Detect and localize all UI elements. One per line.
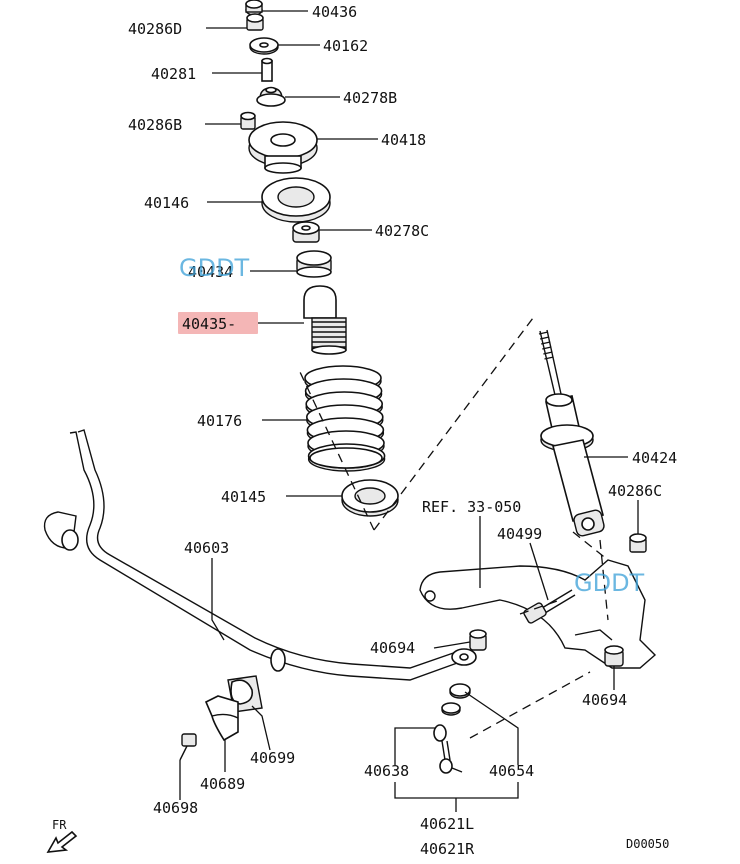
label-40621l: 40621L (420, 815, 474, 833)
part-bushing-40278b (256, 86, 286, 107)
diagram-code: D00050 (626, 837, 669, 851)
front-arrow-icon (46, 830, 78, 853)
front-direction-marker: FR (46, 818, 78, 853)
label-40278c: 40278C (375, 222, 429, 240)
label-40176: 40176 (197, 412, 242, 430)
part-cup-40434 (296, 250, 332, 278)
label-ref-33-050: REF. 33-050 (422, 498, 521, 516)
label-40689: 40689 (200, 775, 245, 793)
label-40281: 40281 (151, 65, 196, 83)
part-collar-40281 (261, 57, 273, 82)
label-40499: 40499 (497, 525, 542, 543)
part-seat-40146 (261, 177, 331, 223)
front-marker-label: FR (52, 818, 67, 832)
assembly-dashed-lines (299, 317, 609, 739)
label-40435: 40435- (182, 315, 236, 333)
part-link-bushing-40654 (441, 683, 471, 716)
part-stabilizer-bar-40603 (43, 429, 477, 681)
label-40638: 40638 (364, 762, 409, 780)
part-nut-40286c (629, 533, 647, 553)
part-nut-40286d (246, 13, 264, 31)
part-bushing-40694-bar (469, 629, 487, 651)
label-40694-lower: 40694 (582, 691, 627, 709)
part-coil-spring-40176 (304, 365, 386, 472)
part-nut-40286b (240, 111, 256, 130)
part-washer-40162 (249, 37, 279, 55)
label-40286d: 40286D (128, 20, 182, 38)
leader-lines (179, 10, 639, 812)
highlight-40435 (178, 312, 258, 334)
label-40145: 40145 (221, 488, 266, 506)
part-bump-stop-40435 (303, 285, 347, 355)
label-40146: 40146 (144, 194, 189, 212)
part-bracket-40689 (204, 695, 239, 742)
callout-labels: 40436 40286D 40162 40281 40278B 40286B 4… (128, 3, 677, 858)
label-40418: 40418 (381, 131, 426, 149)
label-40424: 40424 (632, 449, 677, 467)
label-40698: 40698 (153, 799, 198, 817)
label-40434: 40434 (188, 263, 233, 281)
label-40286c: 40286C (608, 482, 662, 500)
label-40654: 40654 (489, 762, 534, 780)
part-nut-40694-lower (604, 645, 624, 667)
part-mount-40418 (248, 121, 318, 174)
label-40694-bar: 40694 (370, 639, 415, 657)
lower-arm-reference (419, 559, 657, 669)
watermark-gddt-lower: GDDT (574, 569, 645, 597)
label-40436: 40436 (312, 3, 357, 21)
part-shock-absorber-40424 (538, 329, 605, 537)
label-40162: 40162 (323, 37, 368, 55)
part-lower-seat-40145 (341, 479, 399, 517)
label-40621r: 40621R (420, 840, 475, 858)
part-bolt-40499 (523, 589, 576, 624)
watermark-gddt-upper: GDDT (179, 254, 250, 282)
part-bolt-40698 (179, 733, 197, 761)
part-stabilizer-link-40621 (433, 724, 463, 774)
part-bushing-40278c (292, 221, 320, 243)
label-40603: 40603 (184, 539, 229, 557)
label-40278b: 40278B (343, 89, 397, 107)
label-40286b: 40286B (128, 116, 182, 134)
part-nut-40436 (245, 0, 263, 16)
label-40699: 40699 (250, 749, 295, 767)
